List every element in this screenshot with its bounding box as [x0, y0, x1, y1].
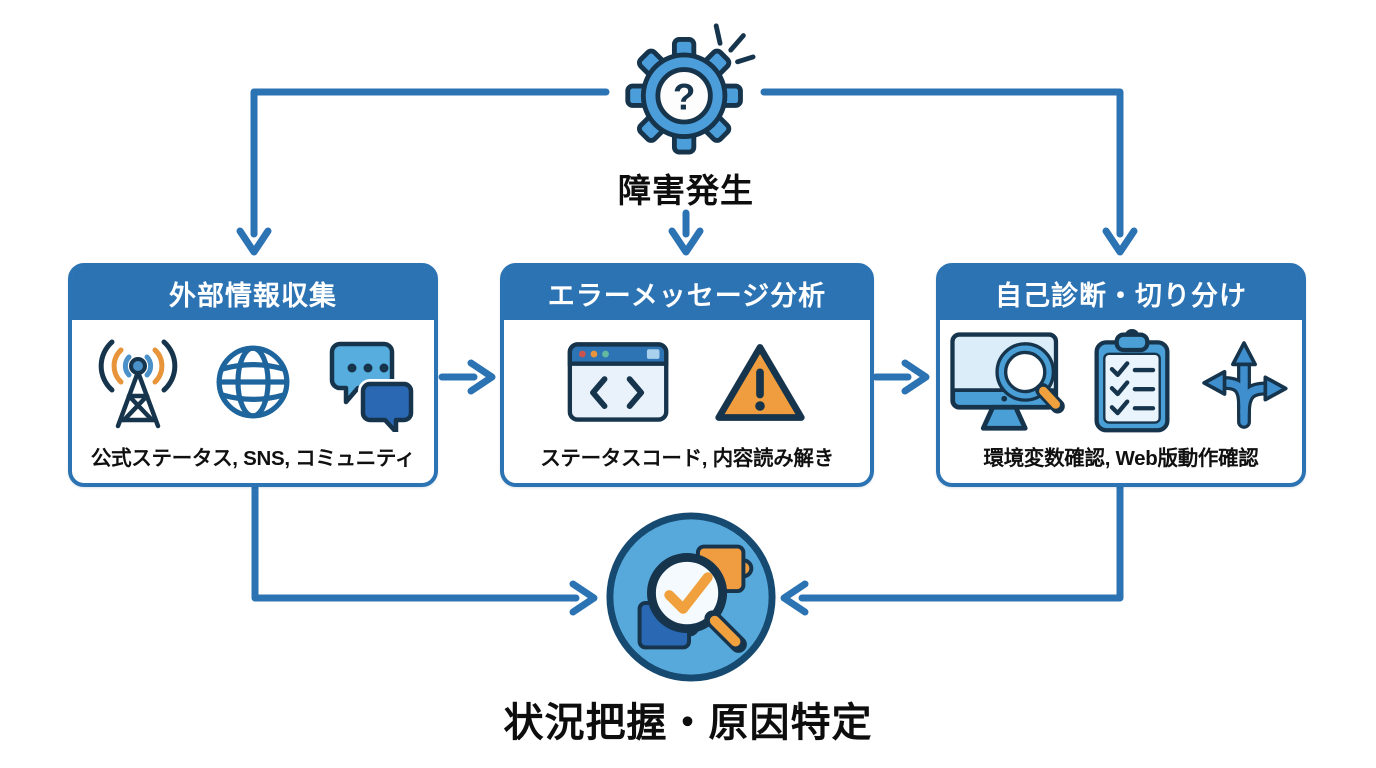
result-label: 状況把握・原因特定 [503, 701, 873, 745]
arrowhead-right-icon [467, 359, 496, 395]
code-window-icon [567, 341, 669, 422]
result-node [602, 508, 780, 686]
icon-row [940, 320, 1302, 441]
arrowhead-right-icon [569, 580, 598, 616]
step-card-error-analysis: エラーメッセージ分析 ステータスコード, 内容読み解き [500, 263, 874, 487]
step-header-self-diagnosis: 自己診断・切り分け [940, 267, 1302, 320]
connector-error-to-self [872, 359, 930, 395]
icon-row [504, 320, 870, 441]
start-node: ? [620, 18, 756, 158]
step-header-error-analysis: エラーメッセージ分析 [504, 267, 870, 320]
gear-question-icon: ? [625, 23, 756, 155]
globe-icon [216, 345, 290, 418]
arrowhead-down-icon [1102, 227, 1138, 256]
connector-external-to-error [438, 359, 496, 395]
radio-tower-icon [98, 339, 178, 428]
svg-text:?: ? [673, 76, 696, 117]
branch-arrows-icon [1202, 340, 1288, 429]
magnifier-puzzle-icon [606, 512, 776, 682]
step-card-self-diagnosis: 自己診断・切り分け [936, 263, 1306, 487]
arrowhead-down-icon [668, 227, 704, 256]
chat-bubbles-icon [329, 341, 416, 432]
start-label: 障害発生 [618, 172, 754, 209]
arrowhead-down-icon [236, 227, 272, 256]
warning-triangle-icon [715, 343, 805, 421]
step-header-external-info: 外部情報収集 [72, 267, 434, 320]
icon-row [72, 320, 434, 441]
arrowhead-left-icon [780, 580, 809, 616]
step-card-external-info: 外部情報収集 [68, 263, 438, 487]
monitor-magnifier-icon [950, 331, 1065, 431]
step-caption-external-info: 公式ステータス, SNS, コミュニティ [90, 447, 416, 470]
step-caption-self-diagnosis: 環境変数確認, Web版動作確認 [983, 447, 1259, 470]
connector-start-to-error [668, 209, 704, 256]
spark-lines-icon [713, 23, 756, 65]
arrowhead-right-icon [901, 359, 930, 395]
checklist-icon [1094, 328, 1170, 432]
connector-external-to-result [251, 481, 598, 616]
connector-self-to-result [780, 481, 1124, 616]
step-caption-error-analysis: ステータスコード, 内容読み解き [540, 447, 834, 470]
